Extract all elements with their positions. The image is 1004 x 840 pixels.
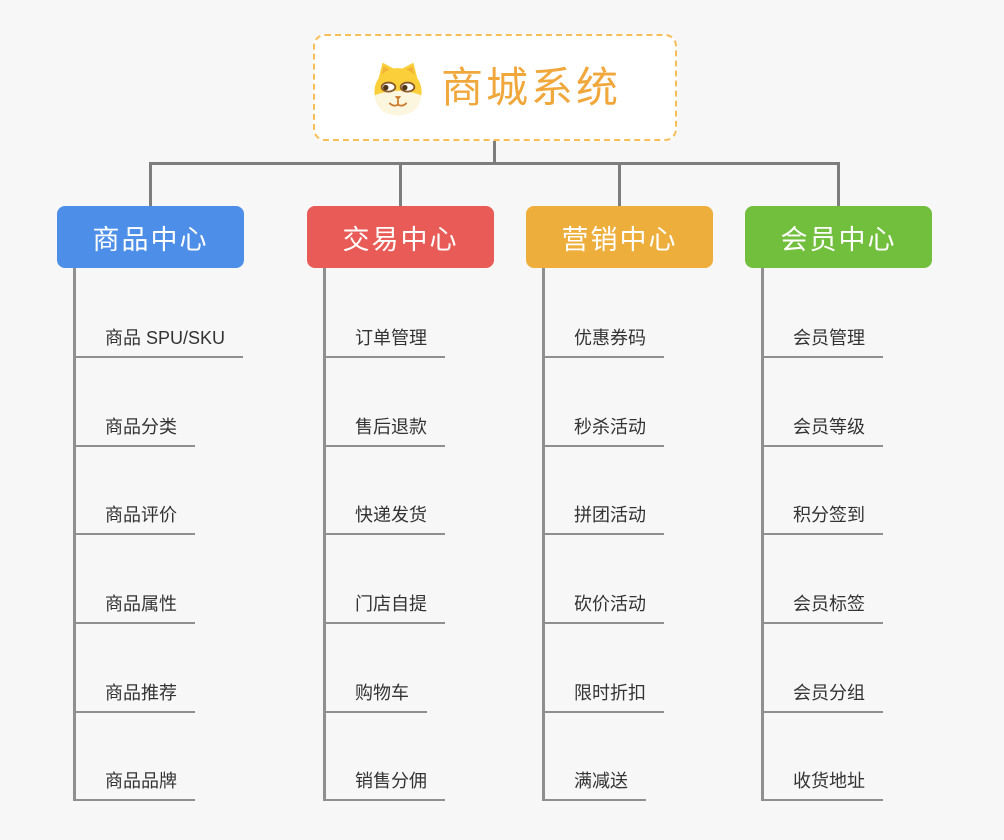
branch-items: 会员管理会员等级积分签到会员标签会员分组收货地址 <box>745 268 990 808</box>
topic-node[interactable]: 砍价活动 <box>542 591 664 624</box>
topic-node[interactable]: 会员等级 <box>761 414 883 447</box>
topic-node[interactable]: 商品品牌 <box>73 768 195 801</box>
branch-label: 营销中心 <box>561 224 678 255</box>
connector-root-stem <box>493 141 496 164</box>
connector-horizontal-line <box>149 162 840 165</box>
topic-node[interactable]: 商品属性 <box>73 591 195 624</box>
topic-node[interactable]: 秒杀活动 <box>542 414 664 447</box>
branch-items: 订单管理售后退款快递发货门店自提购物车销售分佣 <box>307 268 552 808</box>
branch-node[interactable]: 交易中心 <box>307 206 494 268</box>
branch-column: 营销中心优惠券码秒杀活动拼团活动砍价活动限时折扣满减送 <box>526 206 771 816</box>
branch-node[interactable]: 会员中心 <box>745 206 932 268</box>
connector-drop-line <box>149 162 152 208</box>
branch-column: 会员中心会员管理会员等级积分签到会员标签会员分组收货地址 <box>745 206 990 816</box>
connector-drop-line <box>399 162 402 208</box>
topic-node[interactable]: 商品分类 <box>73 414 195 447</box>
branch-items: 商品 SPU/SKU 商品分类商品评价商品属性商品推荐商品品牌 <box>57 268 302 808</box>
topic-node[interactable]: 会员分组 <box>761 680 883 713</box>
branch-label: 会员中心 <box>780 224 897 255</box>
topic-node[interactable]: 满减送 <box>542 768 646 801</box>
topic-node[interactable]: 订单管理 <box>323 325 445 358</box>
topic-node[interactable]: 会员管理 <box>761 325 883 358</box>
branch-label: 交易中心 <box>342 224 459 255</box>
dog-face-icon <box>369 59 427 117</box>
topic-node[interactable]: 积分签到 <box>761 502 883 535</box>
branch-node[interactable]: 商品中心 <box>57 206 244 268</box>
topic-node[interactable]: 收货地址 <box>761 768 883 801</box>
branch-node[interactable]: 营销中心 <box>526 206 713 268</box>
topic-node[interactable]: 商品评价 <box>73 502 195 535</box>
topic-node[interactable]: 商品 SPU/SKU <box>73 325 244 358</box>
topic-node[interactable]: 销售分佣 <box>323 768 445 801</box>
root-node[interactable]: 商城系统 <box>313 34 677 141</box>
topic-node[interactable]: 拼团活动 <box>542 502 664 535</box>
topic-node[interactable]: 商品推荐 <box>73 680 195 713</box>
branch-column: 交易中心订单管理售后退款快递发货门店自提购物车销售分佣 <box>307 206 552 816</box>
topic-node[interactable]: 快递发货 <box>323 502 445 535</box>
root-title: 商城系统 <box>440 63 621 111</box>
topic-node[interactable]: 限时折扣 <box>542 680 664 713</box>
topic-node[interactable]: 门店自提 <box>323 591 445 624</box>
topic-node[interactable]: 优惠券码 <box>542 325 664 358</box>
topic-node[interactable]: 售后退款 <box>323 414 445 447</box>
connector-drop-line <box>618 162 621 208</box>
branch-label: 商品中心 <box>92 224 209 255</box>
branch-items: 优惠券码秒杀活动拼团活动砍价活动限时折扣满减送 <box>526 268 771 808</box>
connector-drop-line <box>837 162 840 208</box>
topic-node[interactable]: 购物车 <box>323 680 427 713</box>
branch-column: 商品中心商品 SPU/SKU 商品分类商品评价商品属性商品推荐商品品牌 <box>57 206 302 816</box>
topic-node[interactable]: 会员标签 <box>761 591 883 624</box>
